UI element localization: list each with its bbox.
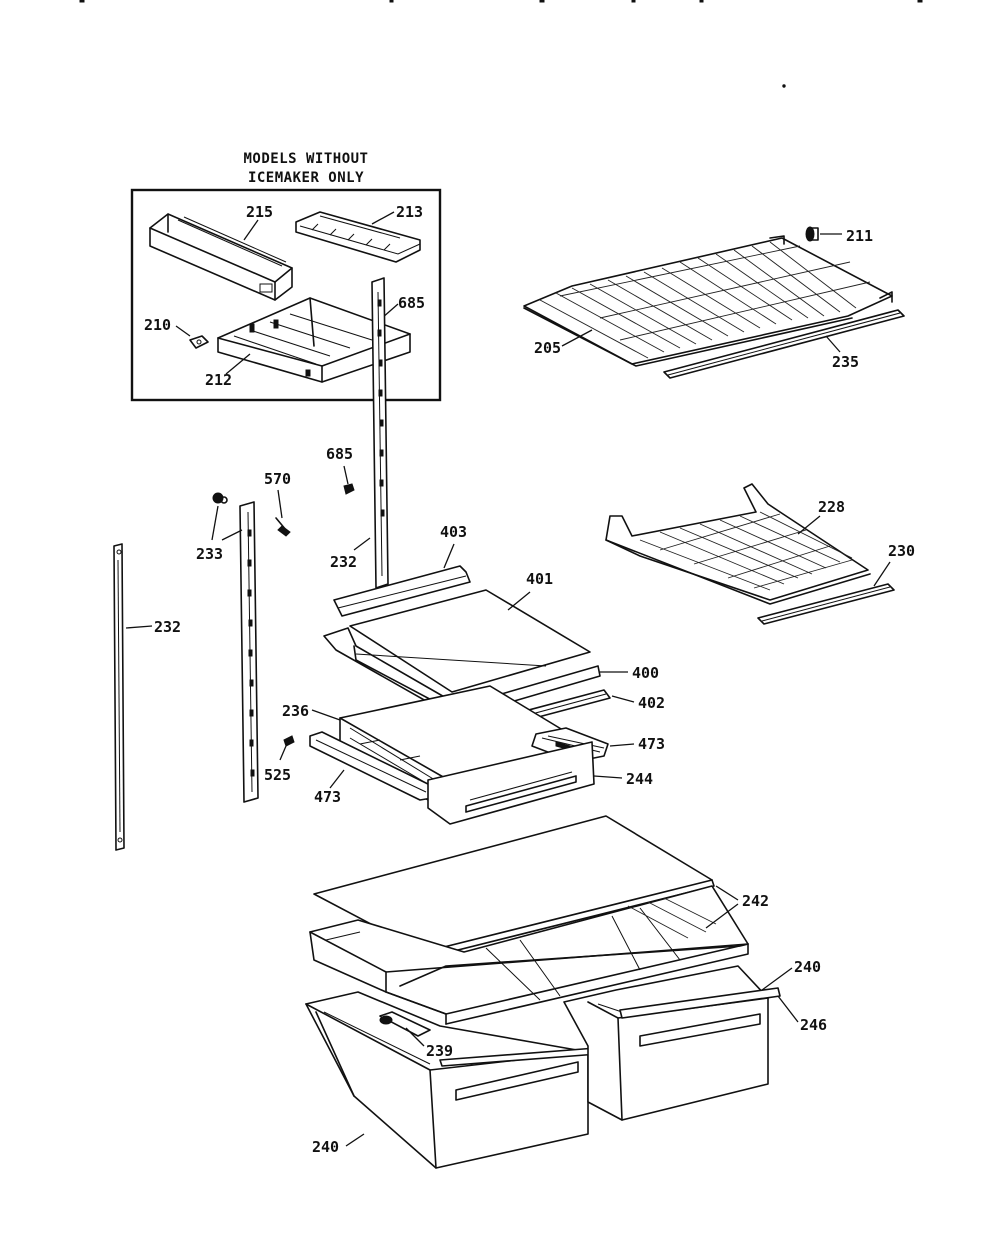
ice-tray-part	[295, 211, 421, 263]
callout-473-left: 473	[314, 788, 341, 806]
pan-drawer-244	[427, 741, 595, 825]
callout-473-right: 473	[638, 735, 665, 753]
callout-230: 230	[888, 542, 915, 560]
shelf-support-rail-long	[239, 501, 259, 803]
screw-233	[212, 492, 228, 504]
callout-211: 211	[846, 227, 873, 245]
callout-239: 239	[426, 1042, 453, 1060]
callout-240-right: 240	[794, 958, 821, 976]
callout-236: 236	[282, 702, 309, 720]
callout-232-center: 232	[330, 553, 357, 571]
callout-213: 213	[396, 203, 423, 221]
wire-shelf-205	[523, 235, 893, 367]
drawer-rail-246-right	[619, 987, 781, 1019]
screw-570	[275, 517, 291, 537]
inset-frame	[130, 188, 442, 402]
screw-685	[343, 483, 355, 495]
screw-525	[283, 735, 295, 747]
callout-235: 235	[832, 353, 859, 371]
callout-685: 685	[326, 445, 353, 463]
callout-244: 244	[626, 770, 653, 788]
crisper-drawer-240-left	[305, 991, 589, 1169]
callout-240-left: 240	[312, 1138, 339, 1156]
cover-frame-400	[323, 627, 601, 719]
callout-215: 215	[246, 203, 273, 221]
callout-232-left: 232	[154, 618, 181, 636]
scan-specks	[79, 0, 923, 88]
callout-228: 228	[818, 498, 845, 516]
inset-title-line1: MODELS WITHOUT	[243, 151, 368, 167]
callout-400: 400	[632, 664, 659, 682]
shelf-support-rail-232-left	[113, 543, 125, 851]
clip-part	[189, 335, 209, 349]
crisper-frame-242	[309, 885, 749, 1025]
inset-title-line2: ICEMAKER ONLY	[248, 170, 364, 186]
shelf-cap-211	[805, 226, 819, 242]
wire-shelf-228	[605, 483, 871, 605]
callout-402: 402	[638, 694, 665, 712]
ice-bucket-part	[149, 213, 293, 301]
callout-685-inset: 685	[398, 294, 425, 312]
shelf-trim-235	[663, 309, 905, 379]
callout-525: 525	[264, 766, 291, 784]
ice-shelf-part	[217, 297, 411, 383]
cover-frame-403	[333, 565, 471, 617]
callout-401: 401	[526, 570, 553, 588]
callout-205: 205	[534, 339, 561, 357]
icemaker-inset: MODELS WITHOUT ICEMAKER ONLY	[130, 151, 442, 402]
roller-239	[379, 1011, 431, 1037]
shelf-support-rail-232-center	[371, 277, 389, 589]
shelf-trim-230	[757, 583, 895, 625]
callout-210: 210	[144, 316, 171, 334]
glass-cover-401	[349, 589, 591, 693]
callout-233: 233	[196, 545, 223, 563]
callout-570: 570	[264, 470, 291, 488]
callout-212: 212	[205, 371, 232, 389]
callout-242: 242	[742, 892, 769, 910]
callout-246-right: 246	[800, 1016, 827, 1034]
callout-403: 403	[440, 523, 467, 541]
